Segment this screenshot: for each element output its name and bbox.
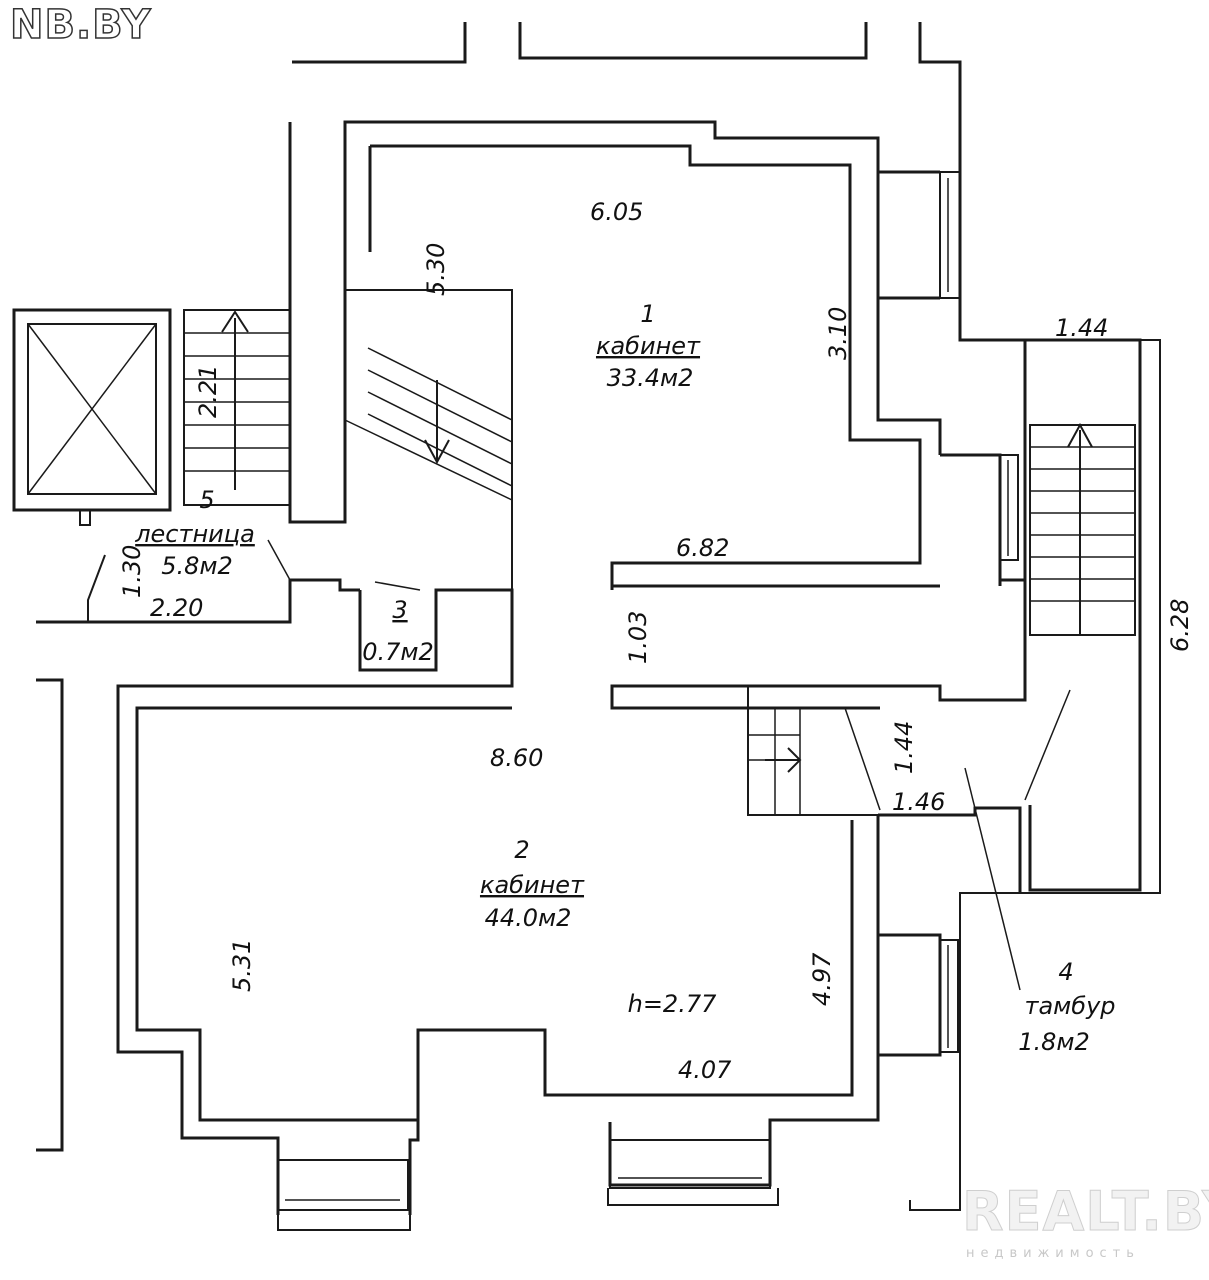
dim-lst-v2: 1.30: [118, 545, 146, 598]
realt-watermark: REALT.BY: [961, 1180, 1209, 1244]
room-3-area: 0.7м2: [362, 638, 434, 666]
room-3-label: 3 0.7м2: [362, 596, 434, 666]
room-1-area: 33.4м2: [607, 364, 694, 392]
room-2-height: h=2.77: [628, 990, 717, 1018]
realt-watermark-sub: недвижимость: [966, 1246, 1140, 1261]
room-1-label: 1 кабинет 33.4м2: [596, 300, 701, 392]
dim-r2-top: 8.60: [490, 744, 543, 772]
dim-r1-left: 5.30: [422, 243, 450, 296]
dim-r2-bottom: 4.07: [678, 1056, 732, 1084]
dim-r2-right: 4.97: [808, 952, 836, 1006]
room-2-number: 2: [514, 836, 529, 864]
room-1-number: 1: [640, 300, 655, 328]
room-4-number: 4: [1058, 958, 1073, 986]
dimension-labels: 6.05 5.30 3.10 6.82 1.03 8.60 5.31 4.97 …: [118, 198, 1194, 1084]
top-exterior-walls: [292, 22, 962, 190]
room-1-name: кабинет: [596, 332, 701, 360]
dim-lst-v1: 2.21: [194, 365, 222, 418]
vestibule-walls: [747, 686, 1022, 1057]
room-4-area: 1.8м2: [1018, 1028, 1090, 1056]
room-2-area: 44.0м2: [485, 904, 572, 932]
room-5-area: 5.8м2: [161, 552, 233, 580]
dim-vest-v: 1.44: [890, 721, 918, 774]
dim-r1-bottom: 6.82: [676, 534, 729, 562]
right-exterior-walls: [610, 190, 1161, 1211]
dim-r1-top: 6.05: [590, 198, 643, 226]
room-1-stair: [344, 289, 513, 590]
left-staircase: [12, 308, 360, 624]
nb-watermark: NB.BY: [9, 1, 152, 49]
bottom-windows: [277, 1139, 779, 1231]
dim-r2-left: 5.31: [228, 939, 256, 992]
right-staircase: [1024, 422, 1136, 801]
room-5-name: лестница: [134, 520, 255, 548]
dim-corridor: 1.03: [624, 611, 652, 664]
room-4-name: тамбур: [1024, 992, 1115, 1020]
dim-r1-right: 3.10: [824, 307, 852, 360]
dim-vest-h: 1.46: [892, 788, 945, 816]
room-3-walls: [116, 581, 514, 1215]
room-4-label: 4 тамбур 1.8м2: [1018, 958, 1115, 1056]
dim-stair-right: 6.28: [1166, 599, 1194, 652]
dim-stair-top: 1.44: [1055, 314, 1108, 342]
room-1-walls: [288, 120, 1002, 590]
room-3-number: 3: [392, 596, 407, 624]
window-r1-right: [939, 171, 1019, 561]
room-2-label: 2 кабинет 44.0м2 h=2.77: [480, 836, 717, 1018]
room-5-number: 5: [199, 486, 214, 514]
room-2-name: кабинет: [480, 871, 585, 899]
room-5-label: 5 лестница 5.8м2: [134, 486, 255, 580]
dim-lst-h: 2.20: [150, 594, 203, 622]
